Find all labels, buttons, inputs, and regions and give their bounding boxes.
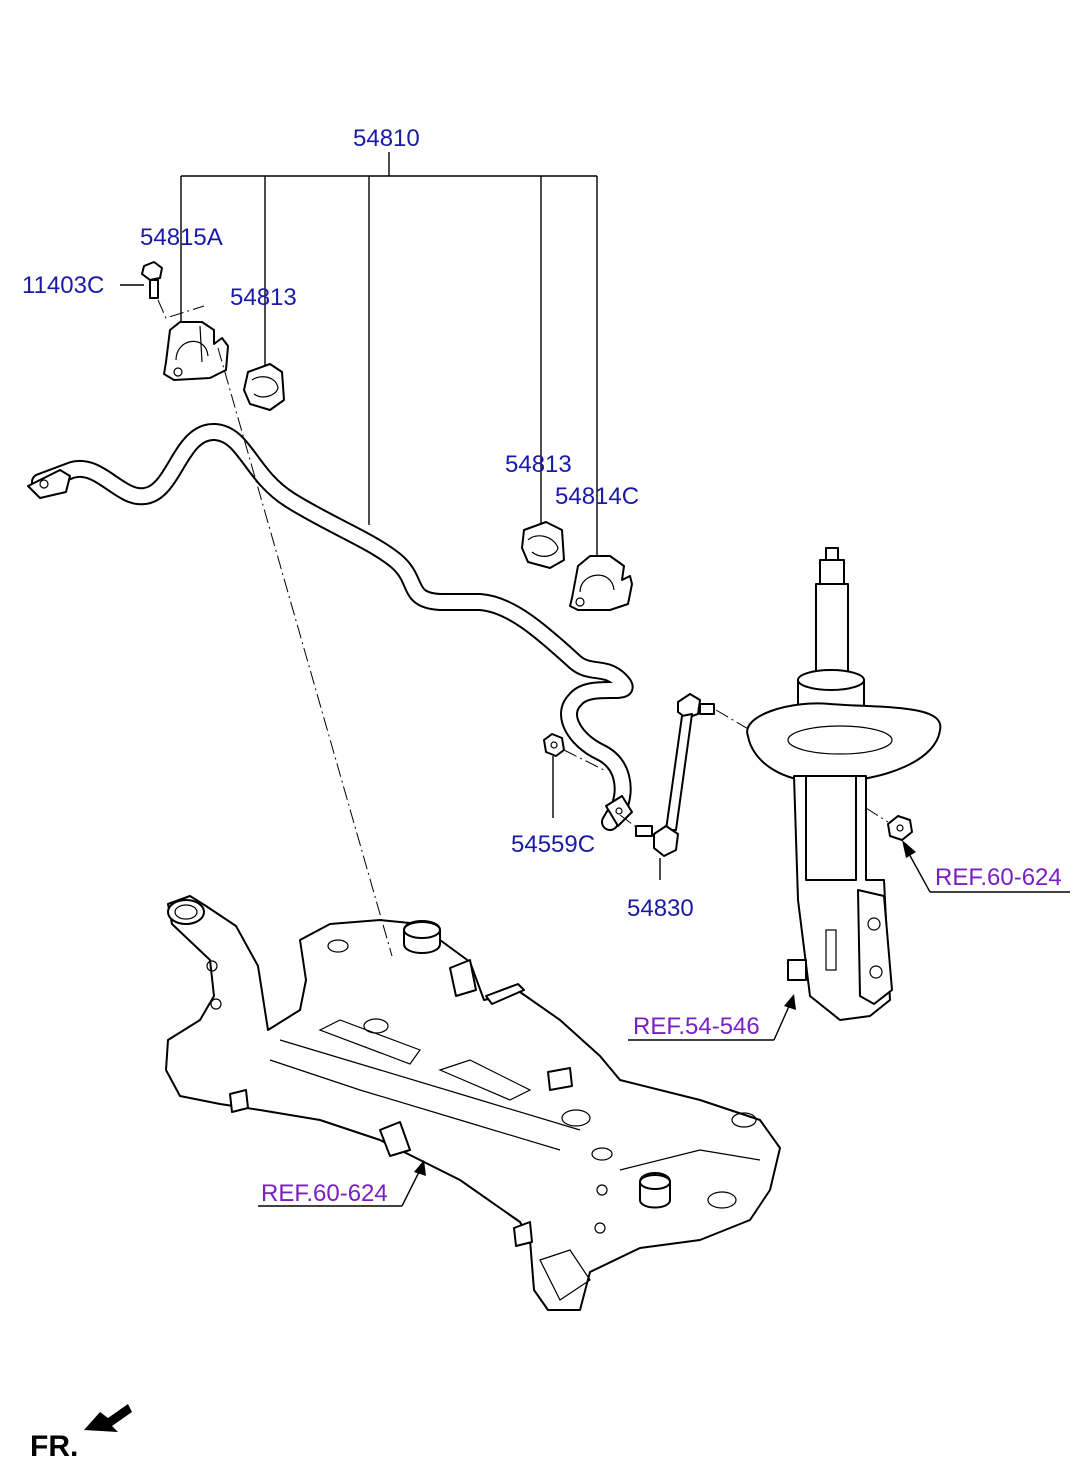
- label-54559c[interactable]: 54559C: [511, 831, 595, 858]
- bushing-54813-top[interactable]: [243, 363, 285, 411]
- ref-label-strut[interactable]: REF.54-546: [633, 1013, 760, 1040]
- bolt-11403c[interactable]: [120, 261, 205, 319]
- ref-label-subframe[interactable]: REF.60-624: [261, 1180, 388, 1207]
- ref-leader-strut: [628, 994, 796, 1041]
- bracket-54814c[interactable]: [569, 555, 633, 611]
- leader-bracket-54810: [180, 152, 598, 560]
- bushing-54813-mid[interactable]: [521, 521, 565, 569]
- ref-leader-subframe: [258, 1160, 426, 1207]
- label-54814c[interactable]: 54814C: [555, 483, 639, 510]
- front-label: FR.: [30, 1430, 78, 1463]
- bracket-54815a[interactable]: [163, 321, 229, 381]
- mounting-centerline: [217, 347, 393, 957]
- nut-54559c[interactable]: [543, 733, 641, 831]
- label-54813-mid[interactable]: 54813: [505, 451, 572, 478]
- label-54830[interactable]: 54830: [627, 895, 694, 922]
- strut-assembly[interactable]: [746, 547, 942, 1021]
- stabilizer-link-54830[interactable]: [635, 693, 751, 880]
- ref-leader-strut-nut: [902, 840, 1070, 893]
- arrow-left-down-icon: [84, 1404, 132, 1432]
- label-54815a[interactable]: 54815A: [140, 224, 223, 251]
- label-11403c[interactable]: 11403C: [22, 272, 104, 299]
- front-subframe[interactable]: [165, 895, 781, 1311]
- ref-label-strut-nut[interactable]: REF.60-624: [935, 864, 1062, 891]
- label-54810[interactable]: 54810: [353, 125, 420, 152]
- strut-nut[interactable]: [887, 815, 913, 841]
- label-54813-top[interactable]: 54813: [230, 284, 297, 311]
